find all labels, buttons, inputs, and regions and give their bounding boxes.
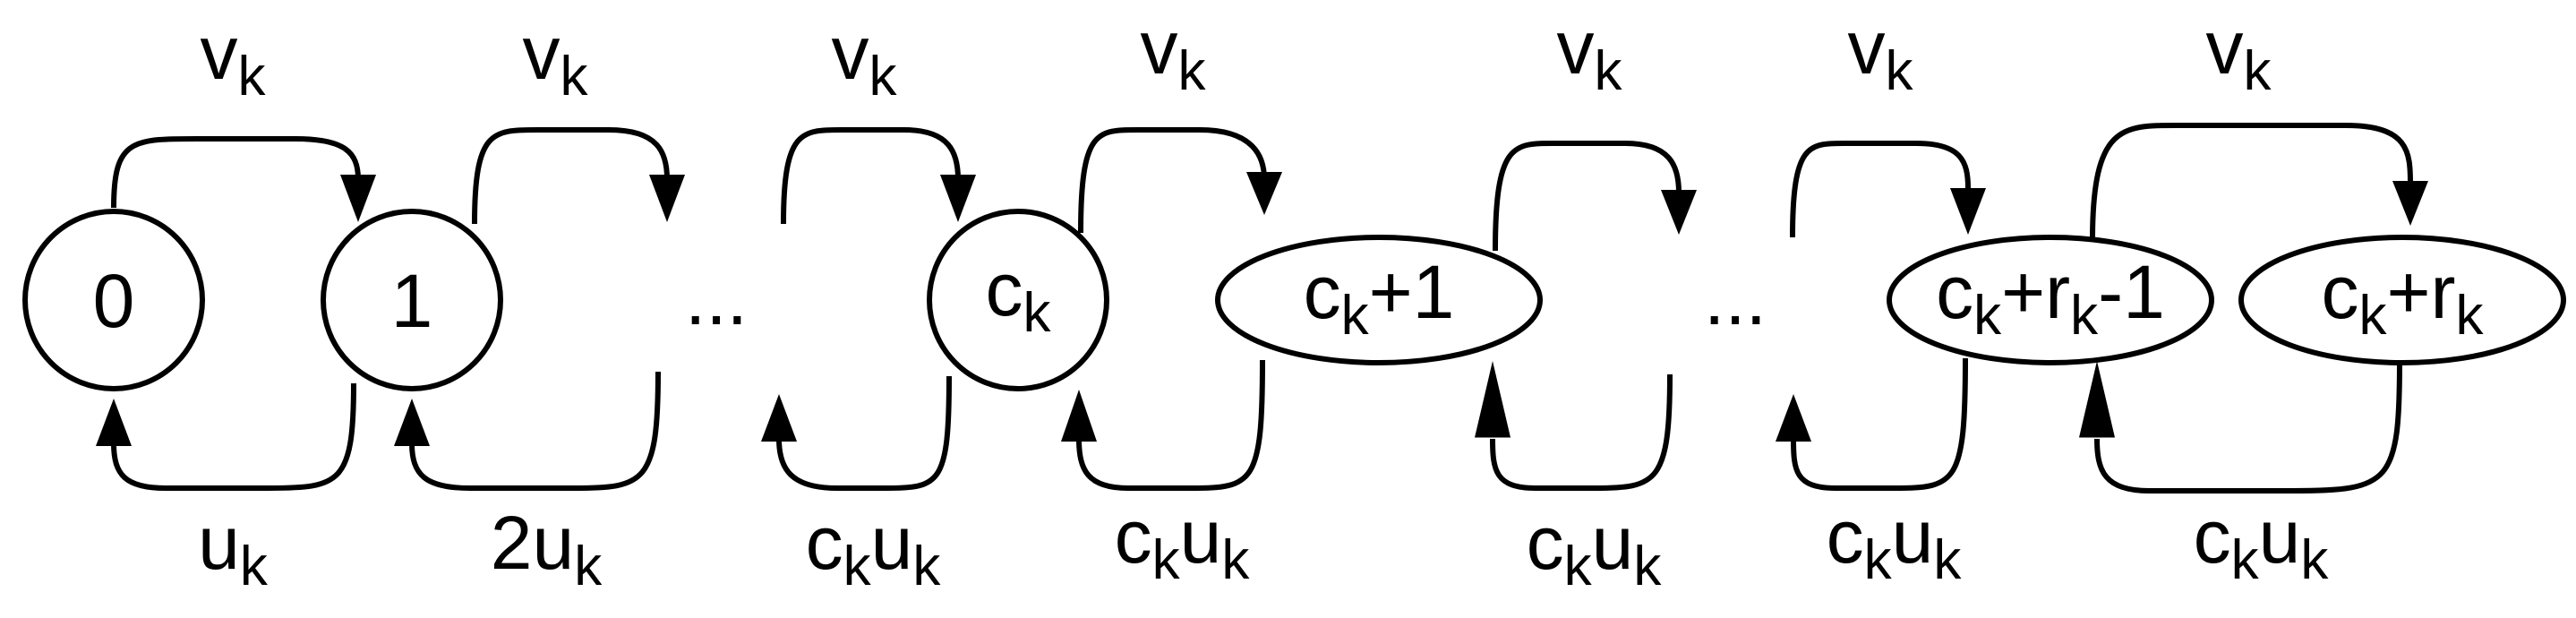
ellipsis-right: ...: [1704, 256, 1767, 340]
forward-rate-label: vk: [1848, 5, 1914, 102]
backward-rate-label: ckuk: [2194, 494, 2330, 591]
backward-rate-label: ckuk: [806, 501, 942, 597]
backward-rate-label: uk: [198, 501, 269, 597]
backward-rate-label: ckuk: [1115, 494, 1251, 591]
forward-arc-ck-to-ck1: [1078, 127, 1267, 234]
forward-rate-label: vk: [201, 11, 267, 107]
state-1-label: 1: [391, 259, 433, 343]
state-0-label: 0: [93, 259, 135, 343]
forward-arc-ck1-to-dots: [1493, 141, 1682, 252]
forward-rate-label: vk: [523, 11, 589, 107]
state-ck: ck: [927, 209, 1109, 391]
backward-arc-ck1-to-ck: [1076, 359, 1265, 491]
backward-arc-dots-to-1: [409, 371, 661, 491]
forward-transitions: [111, 123, 2428, 252]
backward-rate-label: ckuk: [1827, 494, 1963, 591]
forward-rate-labels: vk vk vk vk vk vk vk: [201, 5, 2272, 107]
state-ck-plus-1-label: ck+1: [1304, 250, 1455, 347]
backward-arc-ckrk1-to-dots: [1791, 357, 1968, 491]
state-ck-plus-1: ck+1: [1215, 235, 1543, 365]
forward-arc-ckrk1-to-ckrk: [2090, 123, 2413, 241]
forward-rate-label: vk: [2206, 5, 2272, 102]
state-ck-plus-rk: ck+rk: [2238, 235, 2566, 365]
backward-arc-dots-to-ck1: [1490, 373, 1673, 491]
forward-arc-dots-to-ck: [781, 127, 961, 225]
ellipsis-left: ...: [685, 256, 748, 340]
state-ck-label: ck: [986, 247, 1052, 344]
forward-arc-dots-to-ckrk1: [1790, 141, 1971, 238]
forward-arc-0-to-1: [111, 135, 361, 209]
state-ck-plus-rk-label: ck+rk: [2321, 250, 2484, 347]
forward-rate-label: vk: [1557, 5, 1623, 102]
backward-transitions: [96, 357, 2402, 494]
forward-rate-label: vk: [832, 11, 898, 107]
state-ck-plus-rk-minus-1: ck+rk-1: [1887, 235, 2214, 365]
state-ck-plus-rk-minus-1-label: ck+rk-1: [1936, 250, 2165, 347]
backward-rate-label: 2uk: [491, 501, 603, 597]
backward-arc-1-to-0: [111, 382, 356, 491]
state-0: 0: [22, 209, 205, 391]
forward-arc-1-to-dots: [472, 127, 670, 225]
backward-rate-labels: uk 2uk ckuk ckuk ckuk ckuk ckuk: [198, 494, 2329, 597]
state-1: 1: [321, 209, 503, 391]
backward-rate-label: ckuk: [1527, 501, 1663, 597]
backward-arc-ckrk-to-ckrk1: [2094, 359, 2402, 494]
forward-rate-label: vk: [1141, 5, 1207, 102]
backward-arc-ck-to-dots: [776, 375, 952, 491]
